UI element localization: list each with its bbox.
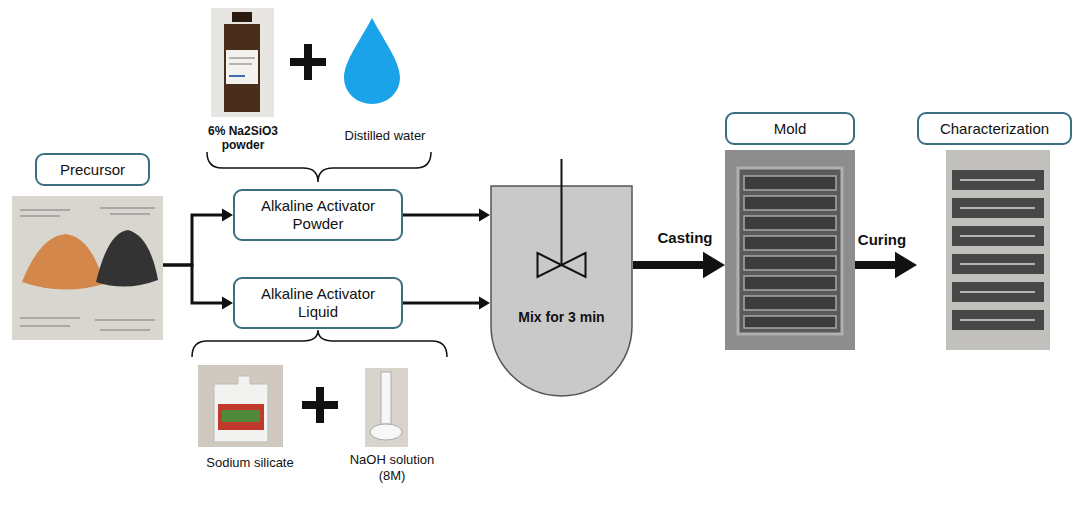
mixer-text: Mix for 3 min (490, 309, 633, 326)
flow-arrow (163, 208, 233, 265)
material-label: Distilled water (325, 128, 445, 144)
specimens-photo (946, 150, 1050, 350)
box-text: Alkaline Activator Liquid (245, 285, 391, 321)
edge-label: Curing (856, 231, 908, 249)
cylinder-photo (365, 368, 408, 447)
box-text: Alkaline Activator Powder (245, 197, 391, 233)
flow-arrow (633, 252, 725, 278)
vessel-outline (490, 185, 633, 397)
mixer-vessel: Mix for 3 min (490, 185, 633, 397)
plus-symbol (290, 44, 326, 80)
material-label: NaOH solution (8M) (340, 452, 444, 483)
stage-heading: Precursor (35, 153, 150, 186)
process-box: Alkaline Activator Liquid (233, 277, 403, 329)
flow-arrow (855, 252, 917, 278)
bracket (192, 330, 447, 357)
stage-frame: Precursor (12, 153, 163, 340)
stage-frame: Mold (725, 112, 855, 350)
bottle-photo (211, 8, 274, 117)
bracket (207, 152, 431, 182)
flow-arrow (403, 296, 490, 309)
material-label: 6% Na2SiO3 powder (201, 124, 285, 153)
mold-photo (725, 150, 855, 350)
precursor-photo (12, 196, 163, 340)
stage-frame: Characterization (917, 112, 1072, 350)
flow-arrow (163, 265, 233, 310)
edge-label: Casting (655, 229, 714, 247)
water-drop (344, 18, 400, 104)
stage-heading: Mold (725, 112, 855, 145)
process-box: Alkaline Activator Powder (233, 189, 403, 241)
material-label: Sodium silicate (185, 455, 315, 471)
flow-arrow (403, 208, 490, 221)
stage-heading: Characterization (917, 112, 1072, 145)
plus-symbol (302, 387, 338, 423)
jug-photo (198, 365, 283, 447)
